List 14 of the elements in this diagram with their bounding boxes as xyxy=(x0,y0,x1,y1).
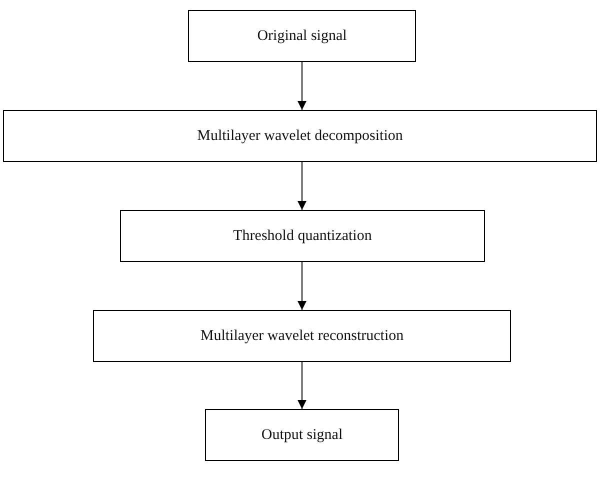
process-box xyxy=(120,210,485,262)
process-box xyxy=(93,310,511,362)
process-box xyxy=(188,10,416,62)
box-label: Multilayer wavelet reconstruction xyxy=(200,328,404,344)
arrow xyxy=(298,362,306,410)
box-label: Original signal xyxy=(257,28,347,44)
box-label: Threshold quantization xyxy=(233,228,372,244)
process-box xyxy=(205,409,399,461)
process-box xyxy=(3,110,597,162)
arrow xyxy=(298,62,306,110)
arrow xyxy=(298,262,306,310)
box-label: Multilayer wavelet decomposition xyxy=(197,128,403,144)
arrow xyxy=(298,162,306,210)
box-label: Output signal xyxy=(261,426,343,444)
